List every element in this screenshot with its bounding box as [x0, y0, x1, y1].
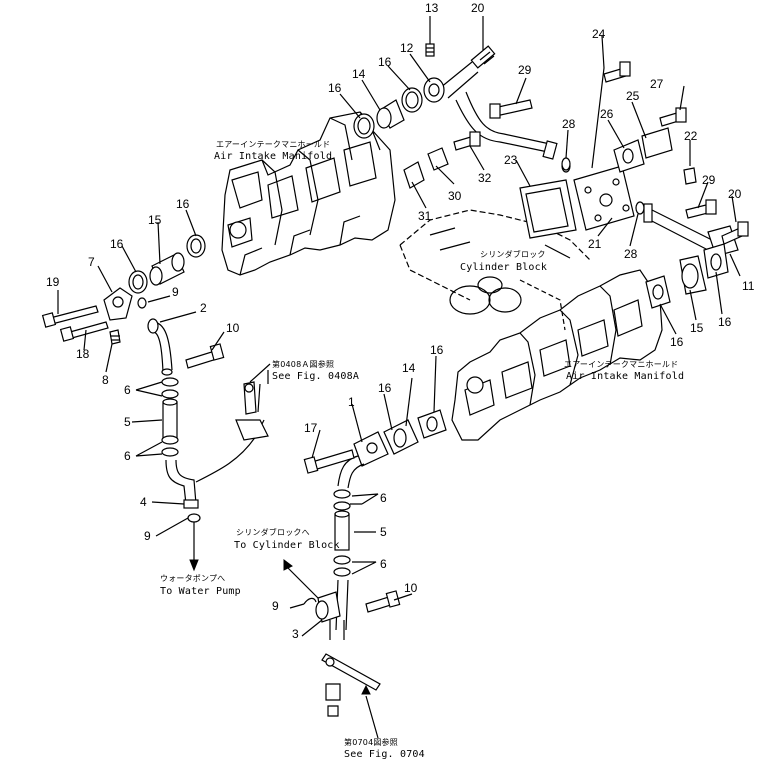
callout-27: 27: [650, 77, 664, 91]
bracket-0408a: [235, 370, 269, 441]
callout-3: 3: [292, 627, 299, 641]
callout-13: 13: [425, 1, 439, 15]
to-water-pump-jp: ウォータポンプへ: [160, 574, 226, 583]
callout-14: 14: [352, 67, 366, 81]
to-cylinder-block: To Cylinder Block: [234, 540, 340, 551]
to-cylinder-block-jp: シリンダブロックへ: [236, 528, 310, 537]
manifold-right-label-jp: エアーインテークマニホールド: [564, 360, 679, 369]
callout-5: 5: [380, 525, 387, 539]
callout-5: 5: [124, 415, 131, 429]
callout-17: 17: [304, 421, 318, 435]
callout-16: 16: [378, 381, 392, 395]
callout-14: 14: [402, 361, 416, 375]
callout-22: 22: [684, 129, 698, 143]
callout-19: 19: [46, 275, 60, 289]
callout-6: 6: [124, 449, 131, 463]
callout-21: 21: [588, 237, 602, 251]
callout-16: 16: [670, 335, 684, 349]
cylinder-block-label-jp: シリンダブロック: [480, 250, 546, 259]
lower-elbow-pipe-1: [303, 409, 447, 489]
callout-18: 18: [76, 347, 90, 361]
callout-4: 4: [140, 495, 147, 509]
leader-lines: [57, 16, 741, 637]
callout-26: 26: [600, 107, 614, 121]
callout-9: 9: [172, 285, 179, 299]
callout-15: 15: [690, 321, 704, 335]
callout-25: 25: [626, 89, 640, 103]
callout-32: 32: [478, 171, 492, 185]
manifold-upper-label: Air Intake Manifold: [214, 151, 333, 162]
callout-9: 9: [144, 529, 151, 543]
callout-10: 10: [226, 321, 240, 335]
callout-1: 1: [348, 395, 355, 409]
callout-16: 16: [110, 237, 124, 251]
right-cover-assembly: [403, 61, 749, 309]
callout-16: 16: [176, 197, 190, 211]
callout-16: 16: [718, 315, 732, 329]
callout-16: 16: [430, 343, 444, 357]
cylinder-block-label: Cylinder Block: [460, 262, 548, 273]
left-hose-stack: [161, 377, 265, 572]
callout-28: 28: [624, 247, 638, 261]
callout-31: 31: [418, 209, 432, 223]
fig-0408a-ref-jp: 第0408Ａ図参照: [272, 360, 335, 369]
callout-23: 23: [504, 153, 518, 167]
manifold-upper-label-jp: エアーインテークマニホールド: [216, 140, 331, 149]
left-connector-assembly: [41, 234, 206, 345]
callout-2: 2: [200, 301, 207, 315]
fig-0704-ref-jp: 第0704図参照: [344, 738, 398, 747]
callout-9: 9: [272, 599, 279, 613]
callout-11: 11: [742, 279, 755, 293]
callout-8: 8: [102, 373, 109, 387]
fig-0704-ref: See Fig. 0704: [344, 749, 425, 760]
cylinder-block: [399, 209, 591, 331]
callout-6: 6: [124, 383, 131, 397]
elbow-pipe-2: [147, 318, 225, 376]
manifold-right-label: Air Intake Manifold: [566, 371, 685, 382]
callout-29: 29: [702, 173, 716, 187]
callout-20: 20: [728, 187, 742, 201]
callout-6: 6: [380, 491, 387, 505]
callout-10: 10: [404, 581, 418, 595]
callout-16: 16: [328, 81, 342, 95]
callout-12: 12: [400, 41, 414, 55]
air-intake-manifold-right: [451, 269, 663, 441]
upper-water-pipe: [423, 43, 558, 160]
center-hose-stack: [283, 489, 401, 739]
callout-7: 7: [88, 255, 95, 269]
callout-20: 20: [471, 1, 485, 15]
fig-0408a-ref: See Fig. 0408A: [272, 371, 360, 382]
upper-gaskets: [353, 87, 423, 139]
callout-29: 29: [518, 63, 532, 77]
callout-15: 15: [148, 213, 162, 227]
to-water-pump: To Water Pump: [160, 586, 241, 597]
callout-28: 28: [562, 117, 576, 131]
callout-6: 6: [380, 557, 387, 571]
callout-24: 24: [592, 27, 606, 41]
callout-30: 30: [448, 189, 462, 203]
callout-16: 16: [378, 55, 392, 69]
